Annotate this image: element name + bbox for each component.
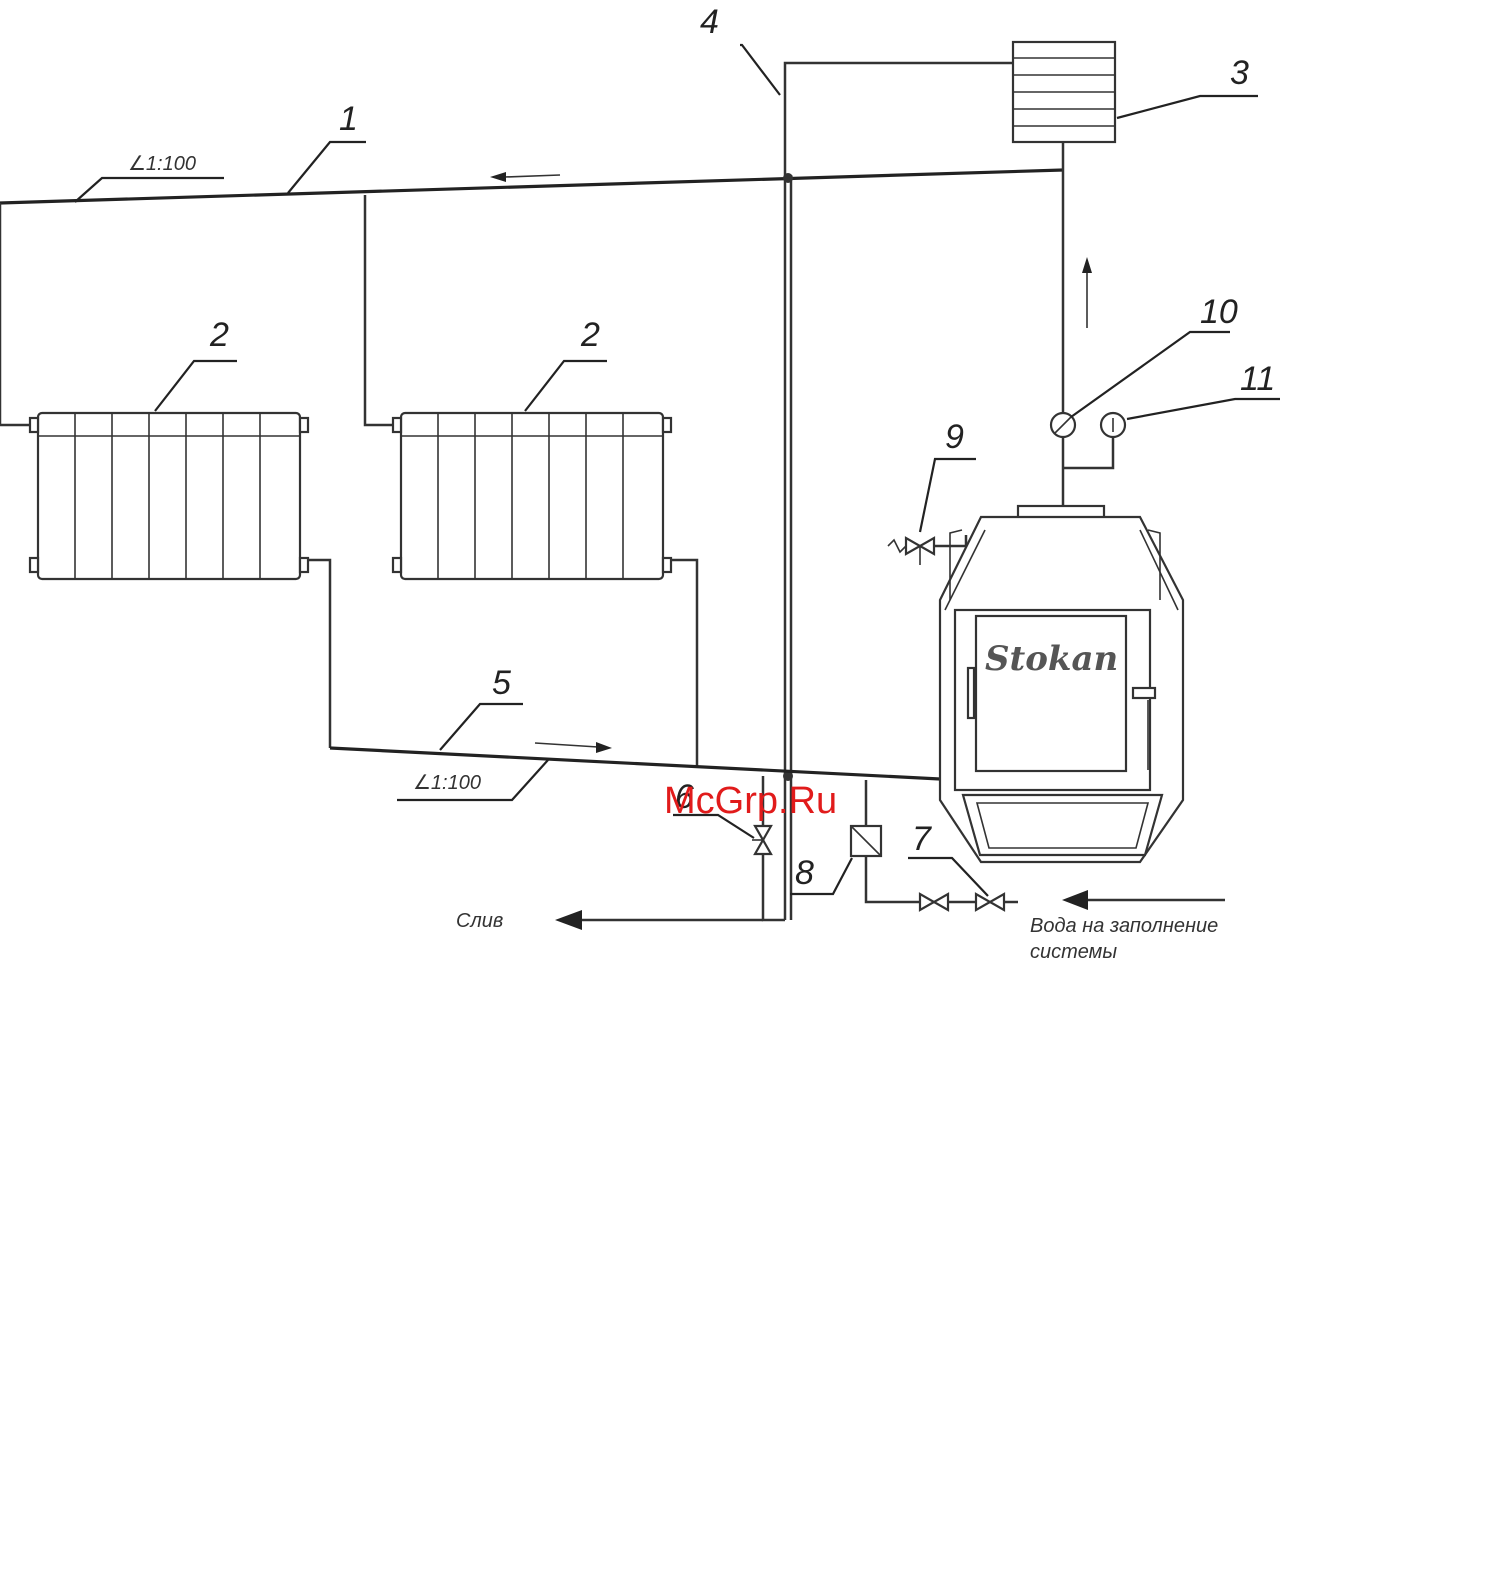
callout-7: 7 bbox=[912, 820, 932, 858]
tank-overflow-pipe bbox=[785, 63, 1013, 90]
drain-valve-icon bbox=[752, 826, 771, 854]
slope-label-upper: ∠1:100 bbox=[128, 153, 196, 175]
fill-label-line1: Вода на заполнение bbox=[1030, 915, 1218, 937]
watermark: McGrp.Ru bbox=[664, 780, 837, 822]
callout-3: 3 bbox=[1230, 54, 1249, 92]
drain-label: Слив bbox=[456, 910, 503, 932]
callout-9: 9 bbox=[945, 418, 964, 456]
supply-flow-arrow bbox=[490, 172, 560, 182]
callout-5: 5 bbox=[492, 664, 511, 702]
callout-2-left: 2 bbox=[209, 316, 229, 354]
callout-1: 1 bbox=[339, 100, 358, 138]
radiator-left bbox=[30, 413, 308, 579]
boiler-brand-logo: Stokan bbox=[985, 639, 1118, 679]
callout-2-right: 2 bbox=[580, 316, 600, 354]
up-flow-arrow bbox=[1082, 257, 1092, 328]
safety-valve-icon bbox=[888, 535, 966, 565]
callout-4: 4 bbox=[700, 3, 719, 41]
expansion-tank bbox=[1013, 42, 1115, 142]
fill-inlet-arrow bbox=[1062, 890, 1225, 910]
callout-8: 8 bbox=[795, 854, 814, 892]
boiler bbox=[940, 506, 1183, 862]
supply-pipe bbox=[0, 170, 1063, 425]
return-flow-arrow bbox=[535, 742, 612, 753]
slope-label-lower: ∠1:100 bbox=[413, 772, 481, 794]
return-pipe bbox=[308, 560, 940, 779]
callout-10: 10 bbox=[1200, 293, 1238, 331]
fill-label-line2: системы bbox=[1030, 941, 1117, 963]
callout-11: 11 bbox=[1240, 360, 1275, 398]
radiator-right bbox=[393, 413, 671, 579]
